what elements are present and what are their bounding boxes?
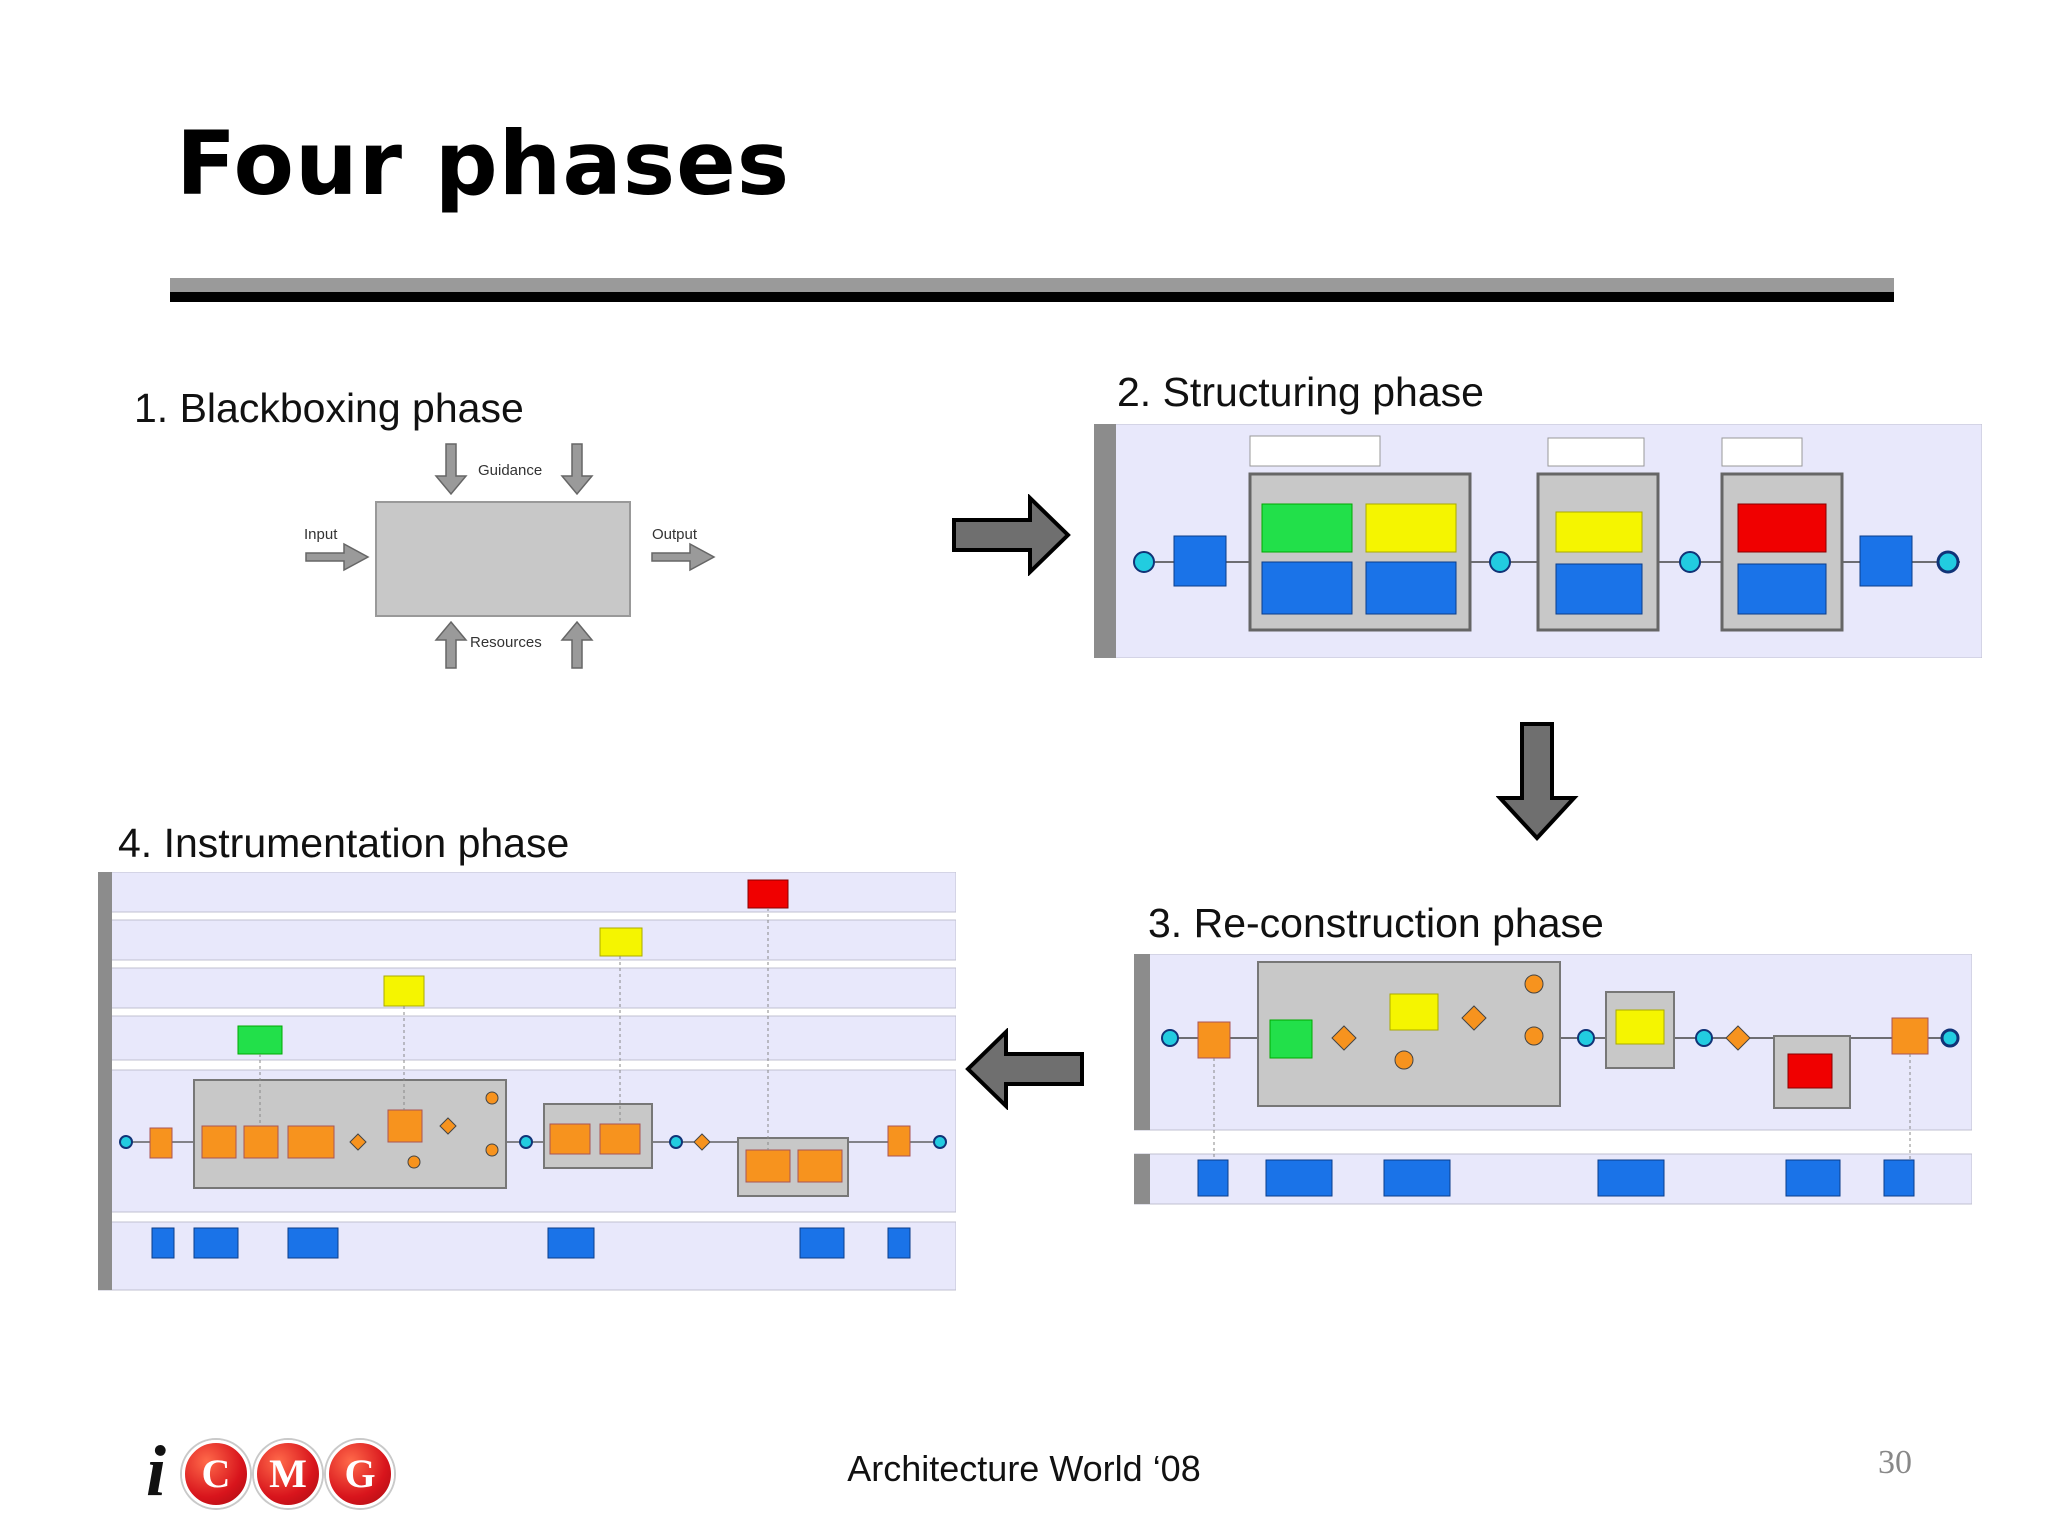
title-rule-grey: [170, 278, 1894, 292]
blackbox-guidance-label: Guidance: [478, 462, 543, 479]
page-number: 30: [1878, 1444, 1912, 1481]
end-event-icon: [1936, 550, 1960, 574]
phase-label-instrumentation: 4. Instrumentation phase: [118, 820, 570, 866]
guidance-arrow-icon: [434, 443, 594, 496]
logo-letter-c: C: [182, 1440, 250, 1508]
footer-text: Architecture World ‘08: [847, 1448, 1201, 1489]
resources-arrow-icon: [434, 620, 594, 669]
structuring-diagram: [1094, 424, 1982, 658]
input-arrow-icon: [305, 542, 370, 572]
logo-letter-m: M: [254, 1440, 322, 1508]
title-rule-black: [170, 292, 1894, 302]
output-arrow-icon: [651, 542, 716, 572]
slide-title: Four phases: [176, 112, 791, 215]
start-event-icon: [1133, 551, 1155, 573]
blackbox-output-label: Output: [652, 526, 698, 543]
blackbox-process-box: [375, 501, 631, 617]
reconstruction-diagram: [1134, 954, 1972, 1205]
logo-letter-g: G: [326, 1440, 394, 1508]
right-arrow-icon: [952, 494, 1071, 576]
instrumentation-diagram: [98, 872, 956, 1291]
blackbox-input-label: Input: [304, 526, 338, 543]
blackbox-diagram: [305, 443, 716, 669]
phase-label-blackboxing: 1. Blackboxing phase: [134, 385, 524, 431]
icmg-logo: i C M G: [146, 1431, 406, 1512]
left-arrow-icon: [965, 1028, 1084, 1110]
logo-prefix: i: [146, 1431, 167, 1511]
phase-label-reconstruction: 3. Re-construction phase: [1148, 900, 1604, 946]
phase-label-structuring: 2. Structuring phase: [1117, 369, 1484, 415]
down-arrow-icon: [1496, 722, 1579, 841]
blackbox-resources-label: Resources: [470, 634, 542, 651]
